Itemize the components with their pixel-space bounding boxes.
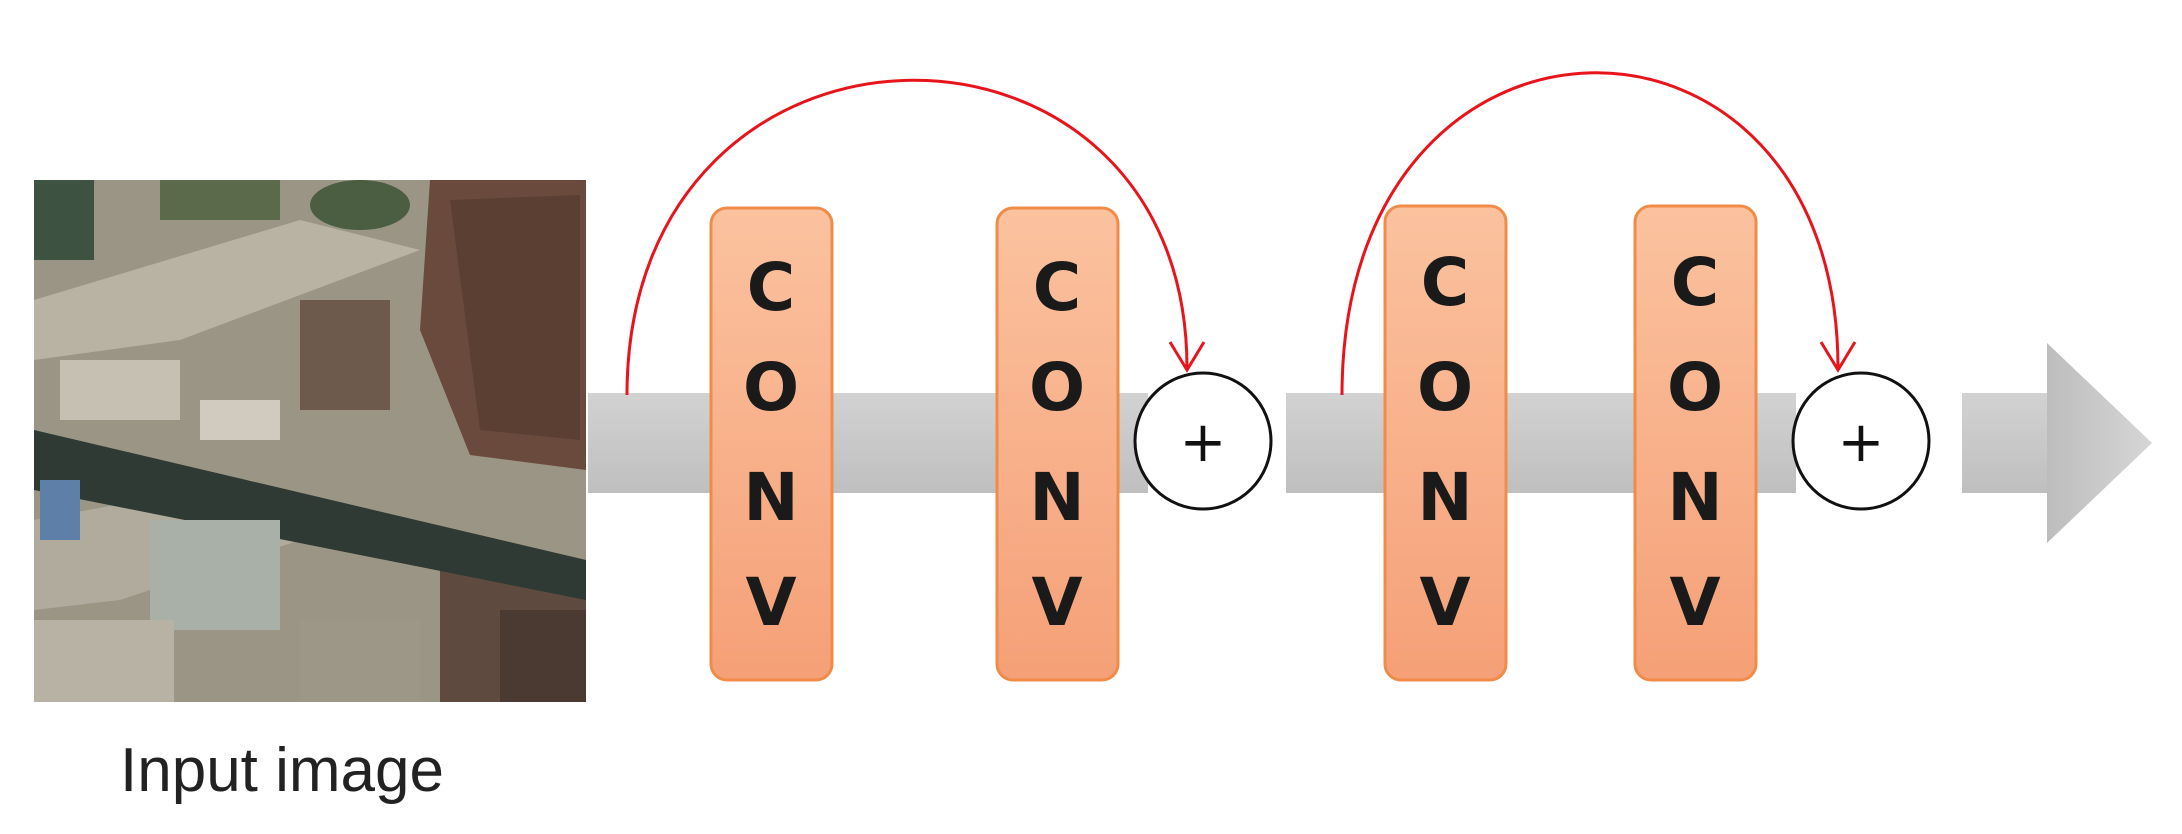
skip-arrow-head (1819, 341, 1857, 373)
sum-symbol: + (1180, 410, 1227, 475)
svg-text:O: O (743, 349, 799, 426)
input-image-label: Input image (120, 736, 444, 805)
svg-text:C: C (1421, 244, 1469, 321)
conv-label: C O N V (1667, 244, 1723, 641)
svg-text:N: N (1667, 459, 1722, 536)
residual-block-2: C O N V C O N V + (1340, 71, 1931, 682)
output-arrow-head (2047, 343, 2152, 543)
skip-connection-arrow (625, 78, 1189, 396)
svg-text:O: O (1417, 349, 1473, 426)
skip-arrow-head (1168, 341, 1206, 373)
conv-layer (1383, 204, 1508, 682)
sum-node (1133, 371, 1273, 511)
residual-block-1: C O N V C O N V + (625, 78, 1273, 682)
svg-text:V: V (1419, 564, 1470, 641)
svg-text:O: O (1029, 349, 1085, 426)
conv-layer (995, 206, 1120, 682)
conv-label: C O N V (743, 249, 799, 641)
input-image (34, 180, 586, 702)
svg-text:V: V (1031, 564, 1082, 641)
svg-text:O: O (1667, 349, 1723, 426)
svg-text:N: N (1029, 459, 1084, 536)
svg-text:N: N (743, 459, 798, 536)
sum-symbol: + (1838, 410, 1885, 475)
conv-layer (1633, 204, 1758, 682)
svg-text:C: C (1671, 244, 1719, 321)
skip-connection-arrow (1340, 71, 1840, 396)
conv-layer (709, 206, 834, 682)
svg-text:N: N (1417, 459, 1472, 536)
svg-text:V: V (1669, 564, 1720, 641)
sum-node (1791, 371, 1931, 511)
flow-bar-3 (1962, 393, 2047, 493)
svg-text:V: V (745, 564, 796, 641)
svg-text:C: C (1033, 249, 1081, 326)
svg-text:C: C (747, 249, 795, 326)
conv-label: C O N V (1417, 244, 1473, 641)
conv-label: C O N V (1029, 249, 1085, 641)
